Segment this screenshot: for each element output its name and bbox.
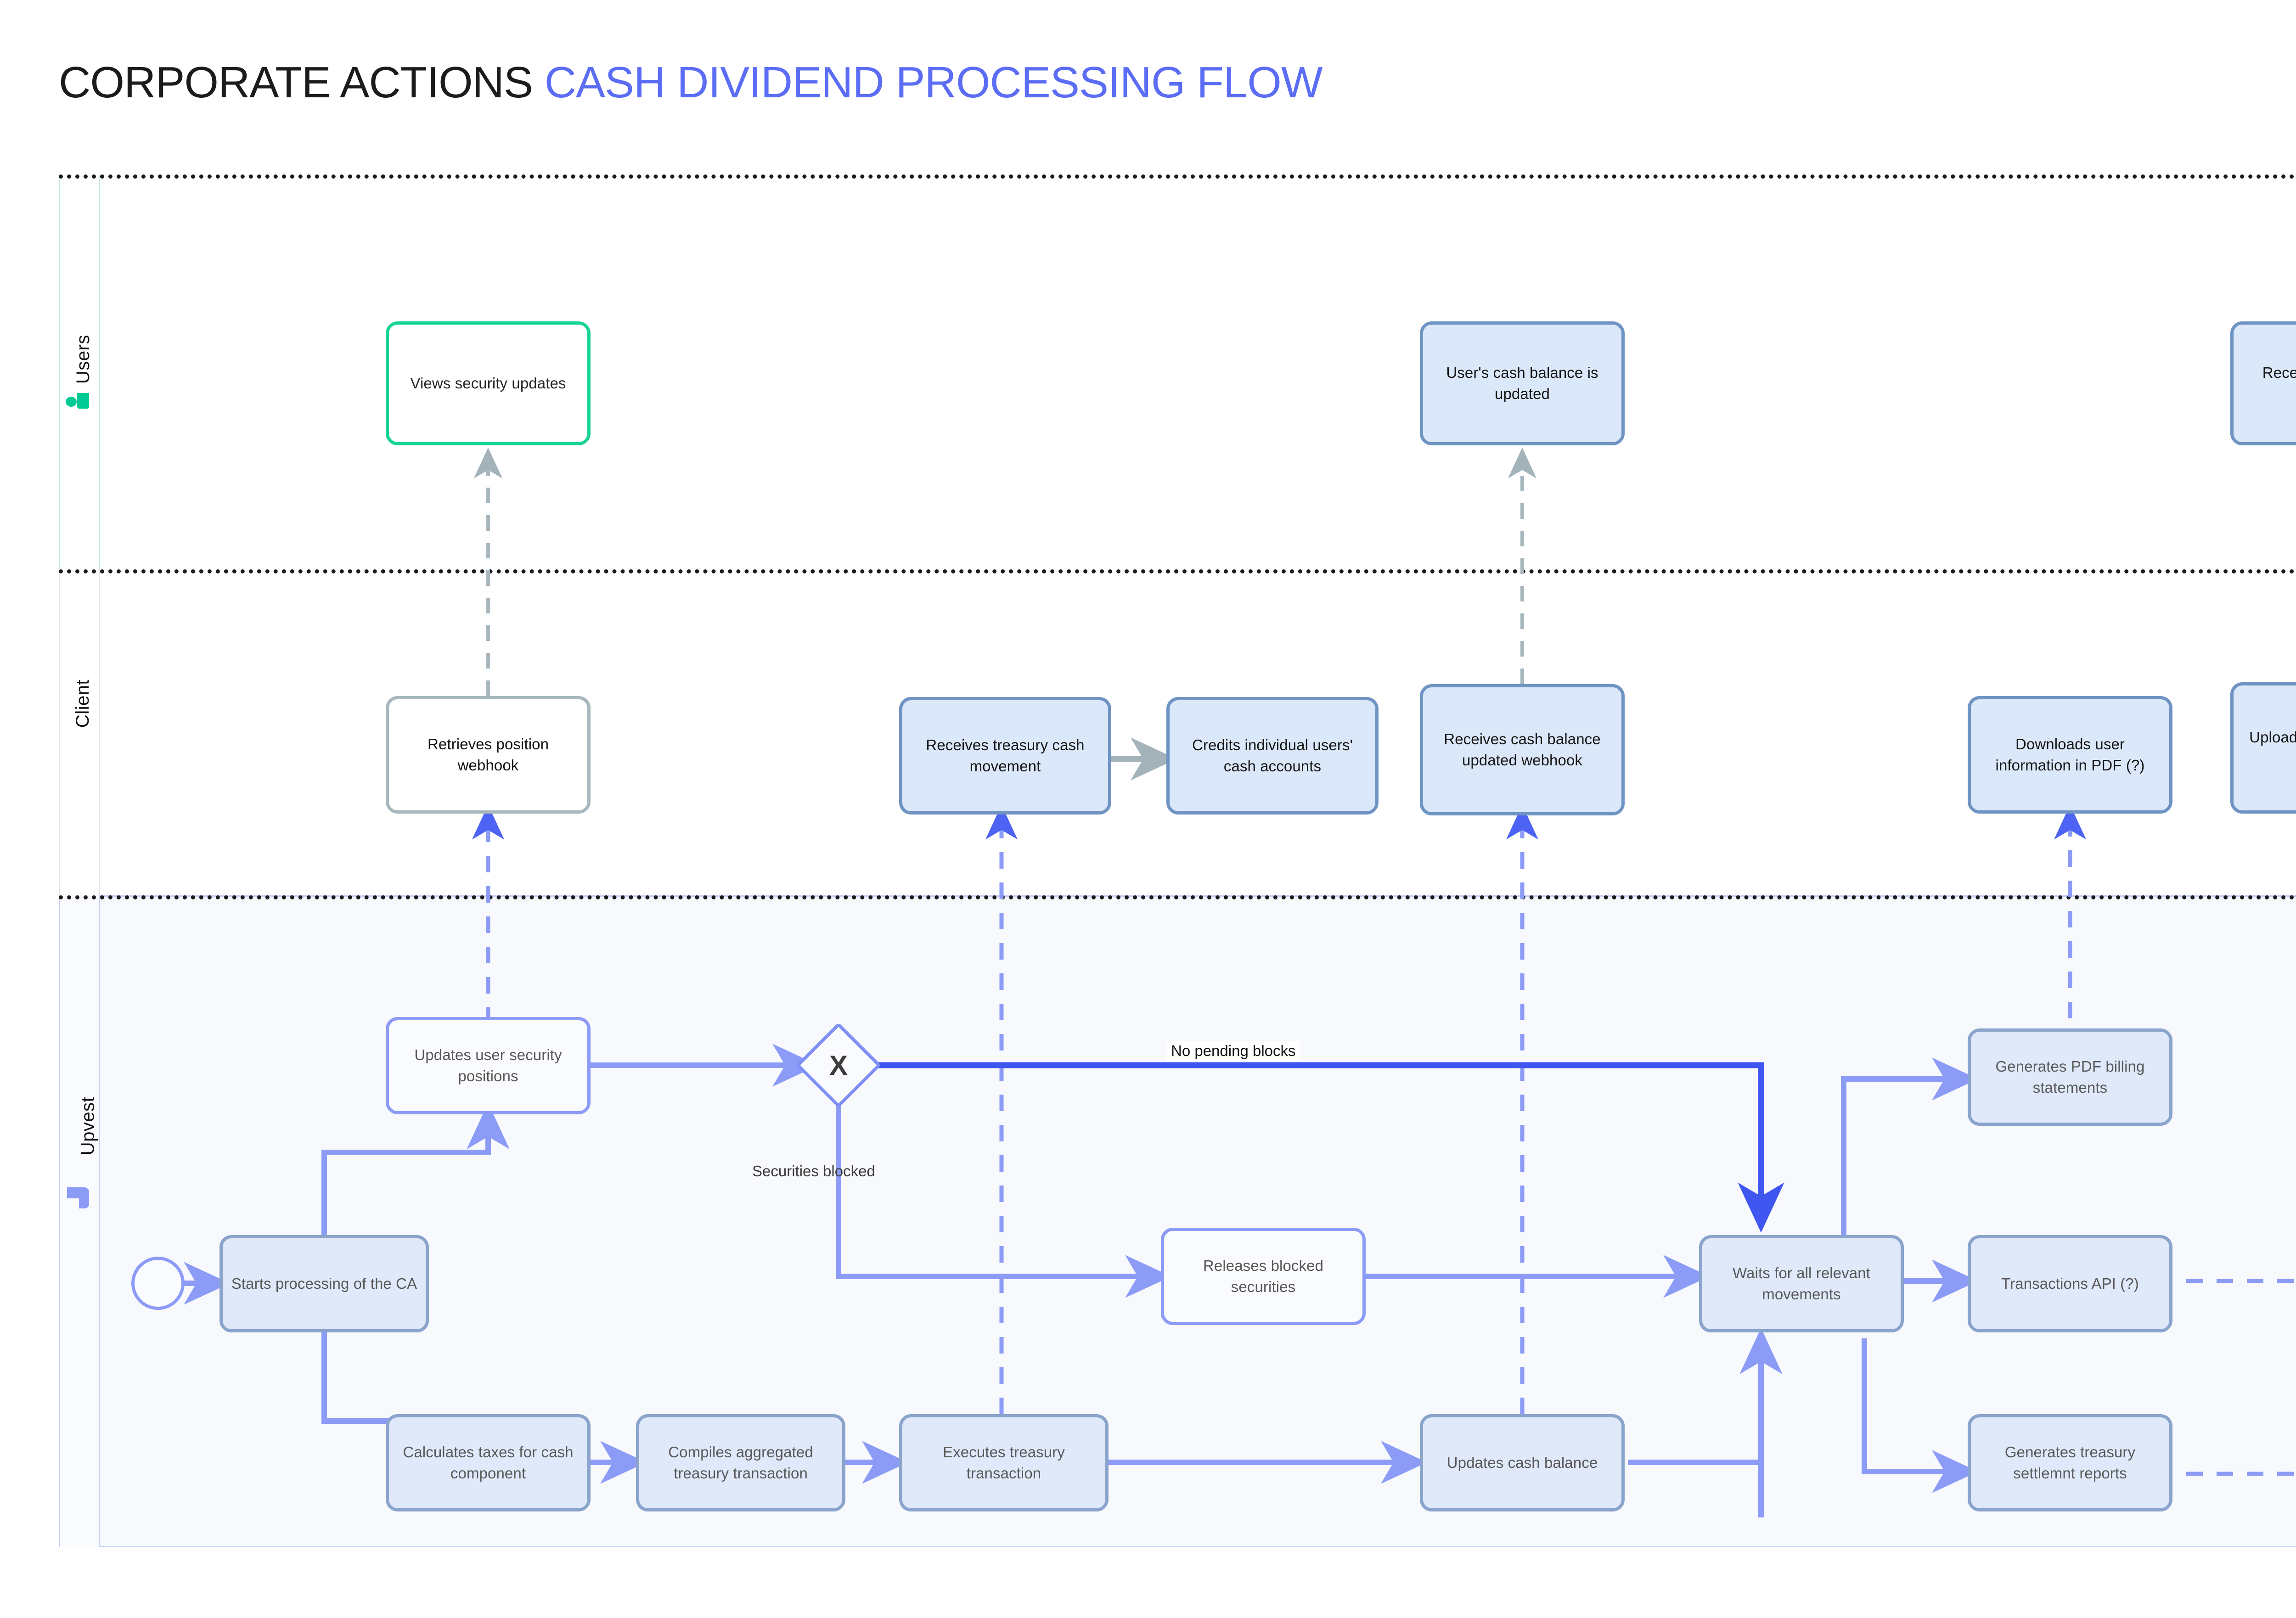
task-label: Updates user security positions [414, 1046, 562, 1084]
task-label: Starts processing of the CA [231, 1275, 417, 1292]
task-calculates-taxes-for-cash-component[interactable]: Calculates taxes for cash component [386, 1414, 591, 1511]
task-waits-for-all-relevant-movements[interactable]: Waits for all relevant movements [1699, 1235, 1904, 1332]
task-receives-cash-balance-updated-webhook[interactable]: Receives cash balance updated webhook [1420, 684, 1625, 815]
task-executes-treasury-transaction[interactable]: Executes treasury transaction [899, 1414, 1109, 1511]
task-releases-blocked-securities[interactable]: Releases blocked securities [1161, 1228, 1366, 1325]
page-title: CORPORATE ACTIONS CASH DIVIDEND PROCESSI… [59, 58, 1323, 107]
task-compiles-aggregated-treasury-transaction[interactable]: Compiles aggregated treasury transaction [636, 1414, 845, 1511]
task-uploads-pdf-to-user-postbox[interactable]: Uploads PDF to the user postbox [2230, 682, 2296, 814]
task-label: Compiles aggregated treasury transaction [668, 1444, 813, 1482]
start-event[interactable] [131, 1257, 185, 1310]
title-suffix: CASH DIVIDEND PROCESSING FLOW [544, 58, 1323, 107]
task-label: Receives PDF billing statements [2262, 364, 2296, 402]
lane-separator-client-upvest [59, 895, 2296, 899]
task-label: Transactions API (?) [2001, 1275, 2139, 1292]
task-generates-pdf-billing-statements[interactable]: Generates PDF billing statements [1968, 1028, 2172, 1126]
task-label: Receives treasury cash movement [926, 736, 1085, 775]
task-transactions-api[interactable]: Transactions API (?) [1968, 1235, 2172, 1332]
upvest-logo-icon [65, 1185, 91, 1210]
task-label: Credits individual users' cash accounts [1192, 736, 1353, 775]
task-label: Releases blocked securities [1203, 1257, 1324, 1295]
lane-strip-users [59, 174, 100, 569]
task-starts-processing-of-the-ca[interactable]: Starts processing of the CA [219, 1235, 429, 1332]
lane-label-upvest: Upvest [78, 1096, 98, 1156]
task-label: Views security updates [410, 375, 566, 392]
task-retrieves-position-webhook[interactable]: Retrieves position webhook [386, 696, 591, 814]
task-downloads-user-information-pdf[interactable]: Downloads user information in PDF (?) [1968, 696, 2172, 814]
user-icon [65, 386, 91, 411]
lane-label-client: Client [73, 679, 93, 728]
task-label: Downloads user information in PDF (?) [1995, 736, 2145, 774]
task-label: Uploads PDF to the user postbox [2249, 729, 2296, 746]
task-views-security-updates[interactable]: Views security updates [386, 321, 591, 445]
task-updates-cash-balance[interactable]: Updates cash balance [1420, 1414, 1625, 1511]
task-label: Receives cash balance updated webhook [1444, 730, 1601, 769]
task-users-cash-balance-updated[interactable]: User's cash balance is updated [1420, 321, 1625, 445]
task-generates-treasury-settlement-reports[interactable]: Generates treasury settlemnt reports [1968, 1414, 2172, 1511]
task-label: Waits for all relevant movements [1733, 1264, 1870, 1303]
task-label: Retrieves position webhook [427, 736, 549, 774]
lane-strip-client [59, 569, 100, 895]
lane-separator-top [59, 174, 2296, 179]
task-receives-treasury-cash-movement[interactable]: Receives treasury cash movement [899, 697, 1111, 815]
lane-strip-upvest [59, 895, 100, 1547]
task-credits-individual-users-cash-accounts[interactable]: Credits individual users' cash accounts [1166, 697, 1379, 815]
lane-label-users: Users [73, 335, 93, 384]
task-label: Generates PDF billing statements [1995, 1058, 2145, 1096]
lane-separator-users-client [59, 569, 2296, 573]
task-updates-user-security-positions[interactable]: Updates user security positions [386, 1017, 591, 1114]
gateway-x-icon: X [829, 1050, 848, 1081]
edge-label-securities-blocked: Securities blocked [752, 1163, 875, 1180]
task-label: Updates cash balance [1446, 1454, 1598, 1472]
task-label: Calculates taxes for cash component [403, 1444, 574, 1482]
title-prefix: CORPORATE ACTIONS [59, 58, 533, 107]
task-receives-pdf-billing-statements[interactable]: Receives PDF billing statements [2230, 321, 2296, 445]
edge-label-no-pending-blocks: No pending blocks [1166, 1041, 1300, 1061]
task-label: Executes treasury transaction [943, 1444, 1065, 1482]
task-label: Generates treasury settlemnt reports [2004, 1444, 2136, 1482]
exclusive-gateway[interactable]: X [795, 1022, 882, 1108]
task-label: User's cash balance is updated [1446, 364, 1598, 402]
